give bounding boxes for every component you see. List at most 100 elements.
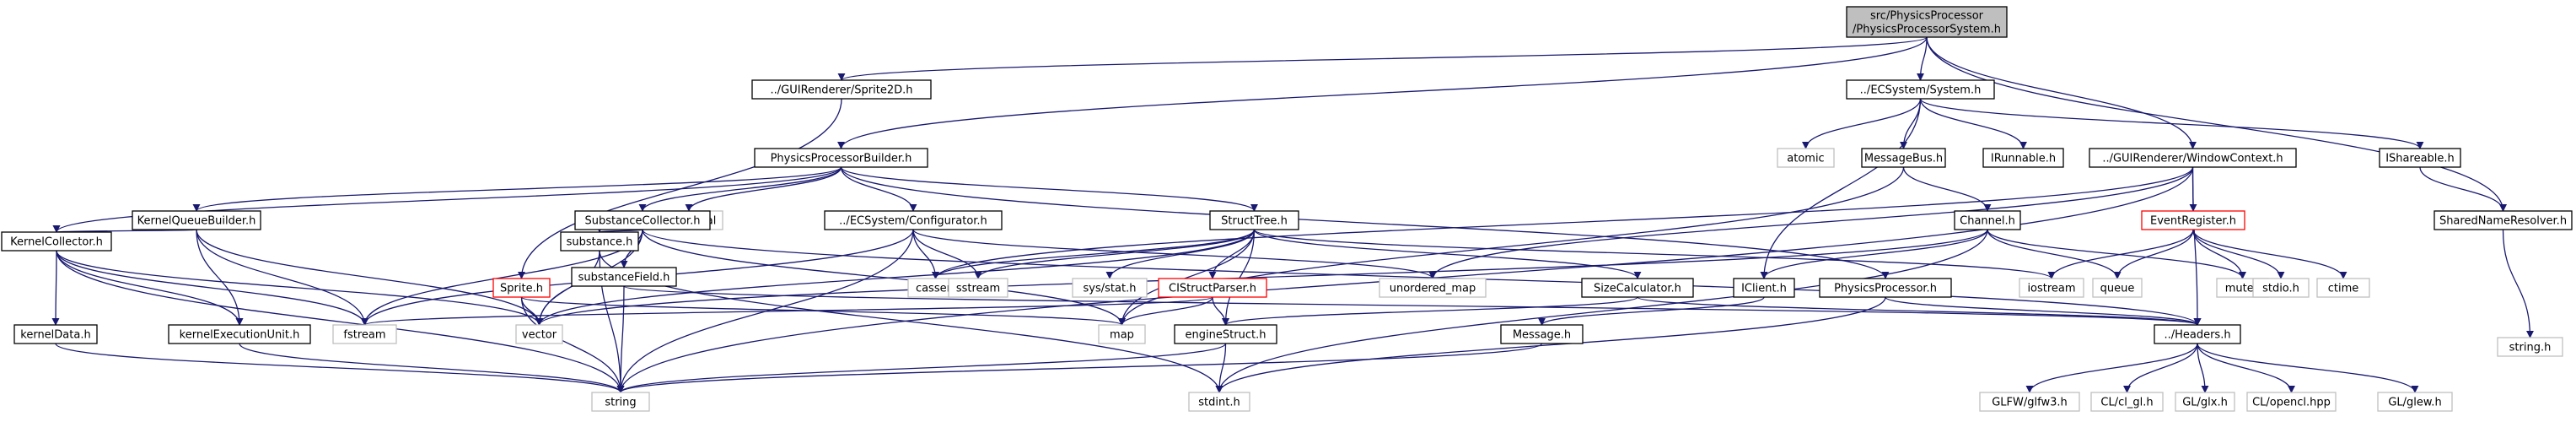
node-ishareable[interactable]: IShareable.h bbox=[2379, 148, 2461, 168]
node-physproc[interactable]: PhysicsProcessor.h bbox=[1819, 278, 1952, 298]
edge-clparser-to-fstream bbox=[361, 296, 1213, 326]
node-box bbox=[754, 148, 928, 168]
node-label: IRunnable.h bbox=[1991, 153, 2056, 165]
node-irunnable[interactable]: IRunnable.h bbox=[1982, 148, 2064, 168]
node-windowcontext[interactable]: ../GUIRenderer/WindowContext.h bbox=[2089, 148, 2297, 168]
edge-physproc-to-stdint bbox=[1215, 296, 1886, 393]
edge-eventregister-to-ctime bbox=[2192, 229, 2347, 279]
node-box bbox=[1954, 210, 2021, 230]
node-message[interactable]: Message.h bbox=[1500, 324, 1584, 344]
edge-root-to-ecssystem bbox=[1916, 36, 1928, 81]
node-kqbuilder[interactable]: KernelQueueBuilder.h bbox=[132, 210, 261, 230]
node-ecssystem[interactable]: ../ECSystem/System.h bbox=[1846, 79, 1995, 100]
node-structtree[interactable]: StructTree.h bbox=[1209, 210, 1299, 230]
node-label: ../GUIRenderer/WindowContext.h bbox=[2102, 153, 2283, 165]
node-box bbox=[1500, 324, 1584, 344]
node-configurator[interactable]: ../ECSystem/Configurator.h bbox=[824, 210, 1003, 230]
node-enginestruct[interactable]: engineStruct.h bbox=[1174, 324, 1277, 344]
node-label: string.h bbox=[2509, 342, 2552, 354]
node-unordered-map: unordered_map bbox=[1379, 278, 1487, 298]
edge-ecssystem-to-irunnable bbox=[1919, 98, 2028, 149]
node-box bbox=[492, 278, 551, 298]
node-box bbox=[132, 210, 261, 230]
node-box bbox=[1581, 278, 1694, 298]
node-substance[interactable]: substance.h bbox=[560, 231, 639, 252]
node-box bbox=[1379, 278, 1487, 298]
node-clgl: CL/cl_gl.h bbox=[2090, 392, 2164, 412]
node-label: src/PhysicsProcessor bbox=[1870, 10, 1984, 23]
node-label: KernelQueueBuilder.h bbox=[137, 215, 256, 228]
edge-kqbuilder-to-fstream bbox=[196, 229, 369, 326]
node-sizecalc[interactable]: SizeCalculator.h bbox=[1581, 278, 1694, 298]
node-map: map bbox=[1098, 324, 1146, 344]
node-label: CL/opencl.hpp bbox=[2252, 397, 2331, 409]
node-snresolver[interactable]: SharedNameResolver.h bbox=[2433, 210, 2573, 230]
node-sprite2d[interactable]: ../GUIRenderer/Sprite2D.h bbox=[751, 79, 932, 100]
edge-headers-to-glfw bbox=[2025, 343, 2198, 393]
edge-kerneldata-to-string bbox=[55, 343, 625, 393]
edge-clparser-to-enginestruct bbox=[1212, 296, 1230, 326]
node-stdioh: stdio.h bbox=[2252, 278, 2310, 298]
node-box bbox=[2377, 392, 2453, 412]
edge-headers-to-glew bbox=[2197, 343, 2419, 393]
node-channel[interactable]: Channel.h bbox=[1954, 210, 2021, 230]
node-stringh: string.h bbox=[2497, 337, 2563, 357]
node-subcollector[interactable]: SubstanceCollector.h bbox=[574, 210, 711, 230]
edge-headers-to-glx bbox=[2197, 343, 2209, 393]
edge-structtree-to-iostream bbox=[1253, 229, 2056, 279]
edge-windowcontext-to-cassert bbox=[932, 166, 2194, 279]
edge-structtree-to-enginestruct bbox=[1221, 229, 1256, 326]
edge-kcollector-to-vector bbox=[56, 250, 543, 326]
edge-kcollector-to-kexecunit bbox=[56, 250, 244, 326]
node-label: ../ECSystem/Configurator.h bbox=[839, 215, 987, 228]
edge-kqbuilder-to-vector bbox=[196, 229, 543, 326]
node-label: ctime bbox=[2328, 283, 2359, 295]
node-messagebus[interactable]: MessageBus.h bbox=[1861, 148, 1946, 168]
edge-subcollector-to-headers bbox=[642, 229, 2202, 326]
node-box bbox=[574, 210, 711, 230]
node-kerneldata[interactable]: kernelData.h bbox=[13, 324, 98, 344]
node-root[interactable]: src/PhysicsProcessor/PhysicsProcessorSys… bbox=[1846, 6, 2008, 38]
node-iclient[interactable]: IClient.h bbox=[1733, 278, 1795, 298]
node-label: IClient.h bbox=[1741, 283, 1787, 295]
node-kcollector[interactable]: KernelCollector.h bbox=[1, 231, 112, 252]
node-label: vector bbox=[522, 329, 557, 342]
node-box bbox=[2252, 278, 2310, 298]
node-label: ../Headers.h bbox=[2164, 329, 2230, 342]
node-sysstat: sys/stat.h bbox=[1072, 278, 1148, 298]
node-clparser[interactable]: CIStructParser.h bbox=[1158, 278, 1267, 298]
node-headers[interactable]: ../Headers.h bbox=[2154, 324, 2241, 344]
edge-channel-to-mutex bbox=[1987, 229, 2246, 279]
node-label: unordered_map bbox=[1390, 283, 1476, 295]
edge-kqbuilder-to-kexecunit bbox=[196, 229, 244, 326]
edge-headers-to-clgl bbox=[2122, 343, 2198, 393]
edge-sizecalc-to-headers bbox=[1637, 296, 2202, 326]
node-label: CL/cl_gl.h bbox=[2100, 397, 2153, 409]
node-spriteh[interactable]: Sprite.h bbox=[492, 278, 551, 298]
node-box bbox=[2141, 210, 2245, 230]
node-sstream: sstream bbox=[948, 278, 1008, 298]
edge-kexecunit-to-string bbox=[239, 343, 625, 393]
edge-channel-to-vector bbox=[535, 229, 1988, 326]
node-eventregister[interactable]: EventRegister.h bbox=[2141, 210, 2245, 230]
edge-ppbuilder-to-kqbuilder bbox=[192, 166, 842, 212]
edge-iclient-to-message bbox=[1538, 296, 1765, 326]
edge-subfield-to-headers bbox=[623, 285, 2201, 326]
node-ppbuilder[interactable]: PhysicsProcessorBuilder.h bbox=[754, 148, 928, 168]
node-label: stdint.h bbox=[1198, 397, 1240, 409]
node-label: atomic bbox=[1787, 153, 1824, 165]
node-box bbox=[1158, 278, 1267, 298]
edge-sizecalc-to-enginestruct bbox=[1222, 296, 1638, 326]
node-opencl: CL/opencl.hpp bbox=[2246, 392, 2337, 412]
node-box bbox=[2090, 392, 2164, 412]
edge-channel-to-stdint bbox=[1215, 229, 1988, 393]
node-box bbox=[515, 324, 563, 344]
node-atomic: atomic bbox=[1777, 148, 1835, 168]
node-label: sys/stat.h bbox=[1084, 283, 1137, 295]
edge-substance-to-vector bbox=[535, 250, 600, 326]
edge-ecssystem-to-atomic bbox=[1801, 98, 1922, 149]
node-subfield[interactable]: substanceField.h bbox=[571, 267, 677, 287]
edge-root-to-windowcontext bbox=[1926, 36, 2197, 149]
node-kexecunit[interactable]: kernelExecutionUnit.h bbox=[168, 324, 311, 344]
